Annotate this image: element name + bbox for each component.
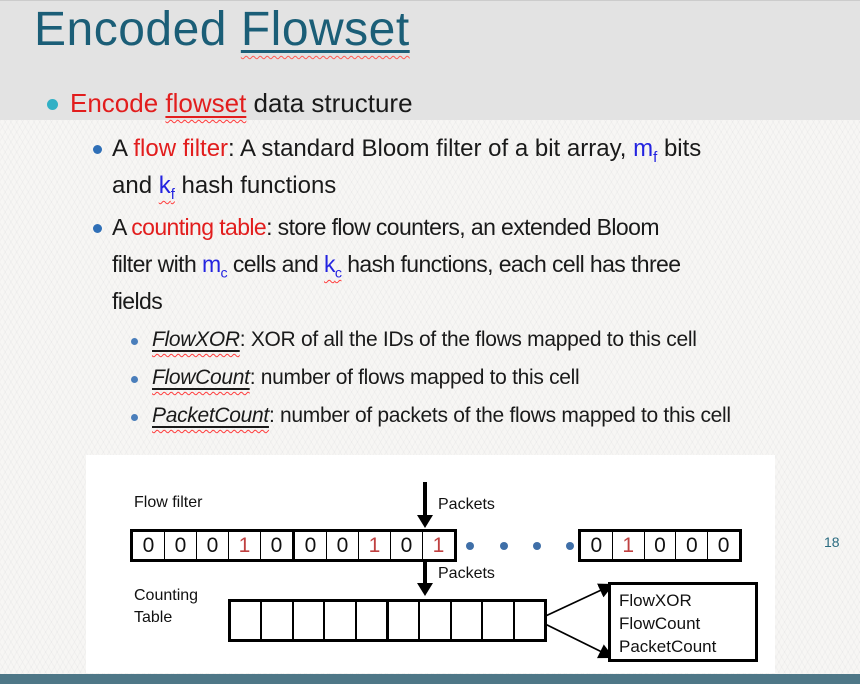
bit-cell: 1 — [613, 532, 645, 559]
counting-cell — [389, 602, 421, 639]
ellipsis-dot — [500, 542, 508, 550]
page-title: Encoded Flowset — [34, 2, 410, 57]
bullet-dot-l2 — [93, 224, 102, 233]
bit-cell: 1 — [432, 533, 445, 557]
bullet-dot-l2 — [93, 145, 102, 154]
counting-table-row — [228, 599, 547, 642]
counting-cell — [515, 602, 544, 639]
ellipsis-dot — [533, 542, 541, 550]
packets-label-top: Packets — [438, 496, 495, 513]
packets-label-bottom: Packets — [438, 565, 495, 582]
bullet-flow-filter-line1: A flow filter: A standard Bloom filter o… — [112, 135, 702, 166]
bit-cell: 0 — [581, 532, 613, 559]
counting-cell — [357, 602, 390, 639]
bit-cell: 1 — [229, 532, 261, 559]
flow-filter-bit-array: 0 0 0 1 0 0 0 1 0 1 — [130, 529, 457, 562]
bottom-gray-band — [0, 0, 860, 120]
packets-arrowhead-top — [417, 515, 433, 528]
cell-zoom-arrow-bottom — [536, 619, 615, 659]
bullet-dot-l1 — [47, 99, 58, 110]
bullet-dot-l3 — [131, 414, 138, 421]
packets-arrowhead-bottom — [417, 583, 433, 596]
page-number: 18 — [824, 534, 840, 550]
bottom-teal-bar — [0, 674, 860, 684]
counting-cell — [452, 602, 484, 639]
bullet-flow-filter-line2: and kf hash functions — [112, 172, 337, 203]
bullet-counting-table-line3: fields — [112, 288, 163, 314]
bit-cell: 0 — [197, 532, 229, 559]
cell-field-packetcount: PacketCount — [619, 637, 717, 656]
bit-cell: 0 — [295, 532, 327, 559]
ellipsis-dot — [466, 542, 474, 550]
cell-field-flowcount: FlowCount — [619, 614, 701, 633]
bullet-flowxor: FlowXOR: XOR of all the IDs of the flows… — [152, 328, 697, 351]
bit-cell: 0 — [133, 532, 165, 559]
flow-filter-label: Flow filter — [134, 494, 203, 511]
counting-table-label-line1: Counting — [134, 587, 199, 604]
bit-cell: 0 — [327, 532, 359, 559]
ellipsis-dot — [566, 542, 574, 550]
bit-cell: 0 — [165, 532, 197, 559]
cell-zoom-arrow-top — [536, 583, 615, 621]
bit-cell: 1 — [359, 532, 391, 559]
counting-table-label-line2: Table — [134, 609, 173, 626]
bullet-counting-table-line1: A counting table: store flow counters, a… — [112, 214, 659, 240]
bullet-packetcount: PacketCount: number of packets of the fl… — [152, 404, 731, 427]
counting-cell — [325, 602, 357, 639]
diagram-panel: Flow filter Packets 0 0 0 1 0 0 0 1 0 1 … — [86, 455, 775, 673]
bullet-flowcount: FlowCount: number of flows mapped to thi… — [152, 366, 580, 389]
bit-cell: 0 — [676, 532, 709, 559]
bit-cell: 0 — [391, 532, 423, 559]
bullet-dot-l3 — [131, 338, 138, 345]
bit-cell: 0 — [645, 532, 677, 559]
bullet-encode-flowset: Encode flowset data structure — [70, 88, 413, 118]
flow-filter-bit-array-right: 0 1 0 0 0 — [578, 529, 742, 562]
cell-field-flowxor: FlowXOR — [619, 591, 692, 610]
counting-cell — [231, 602, 263, 639]
bullet-dot-l3 — [131, 376, 138, 383]
counting-cell — [420, 602, 452, 639]
bit-cell: 0 — [717, 533, 730, 557]
cell-fields-box: FlowXOR FlowCount PacketCount — [608, 582, 758, 662]
counting-cell — [262, 602, 294, 639]
bit-cell: 0 — [261, 532, 295, 559]
title-main: Encoded — [34, 3, 241, 56]
counting-cell — [483, 602, 515, 639]
counting-cell — [294, 602, 326, 639]
bullet-counting-table-line2: filter with mc cells and kc hash functio… — [112, 251, 681, 282]
title-underlined-word: Flowset — [240, 3, 410, 56]
